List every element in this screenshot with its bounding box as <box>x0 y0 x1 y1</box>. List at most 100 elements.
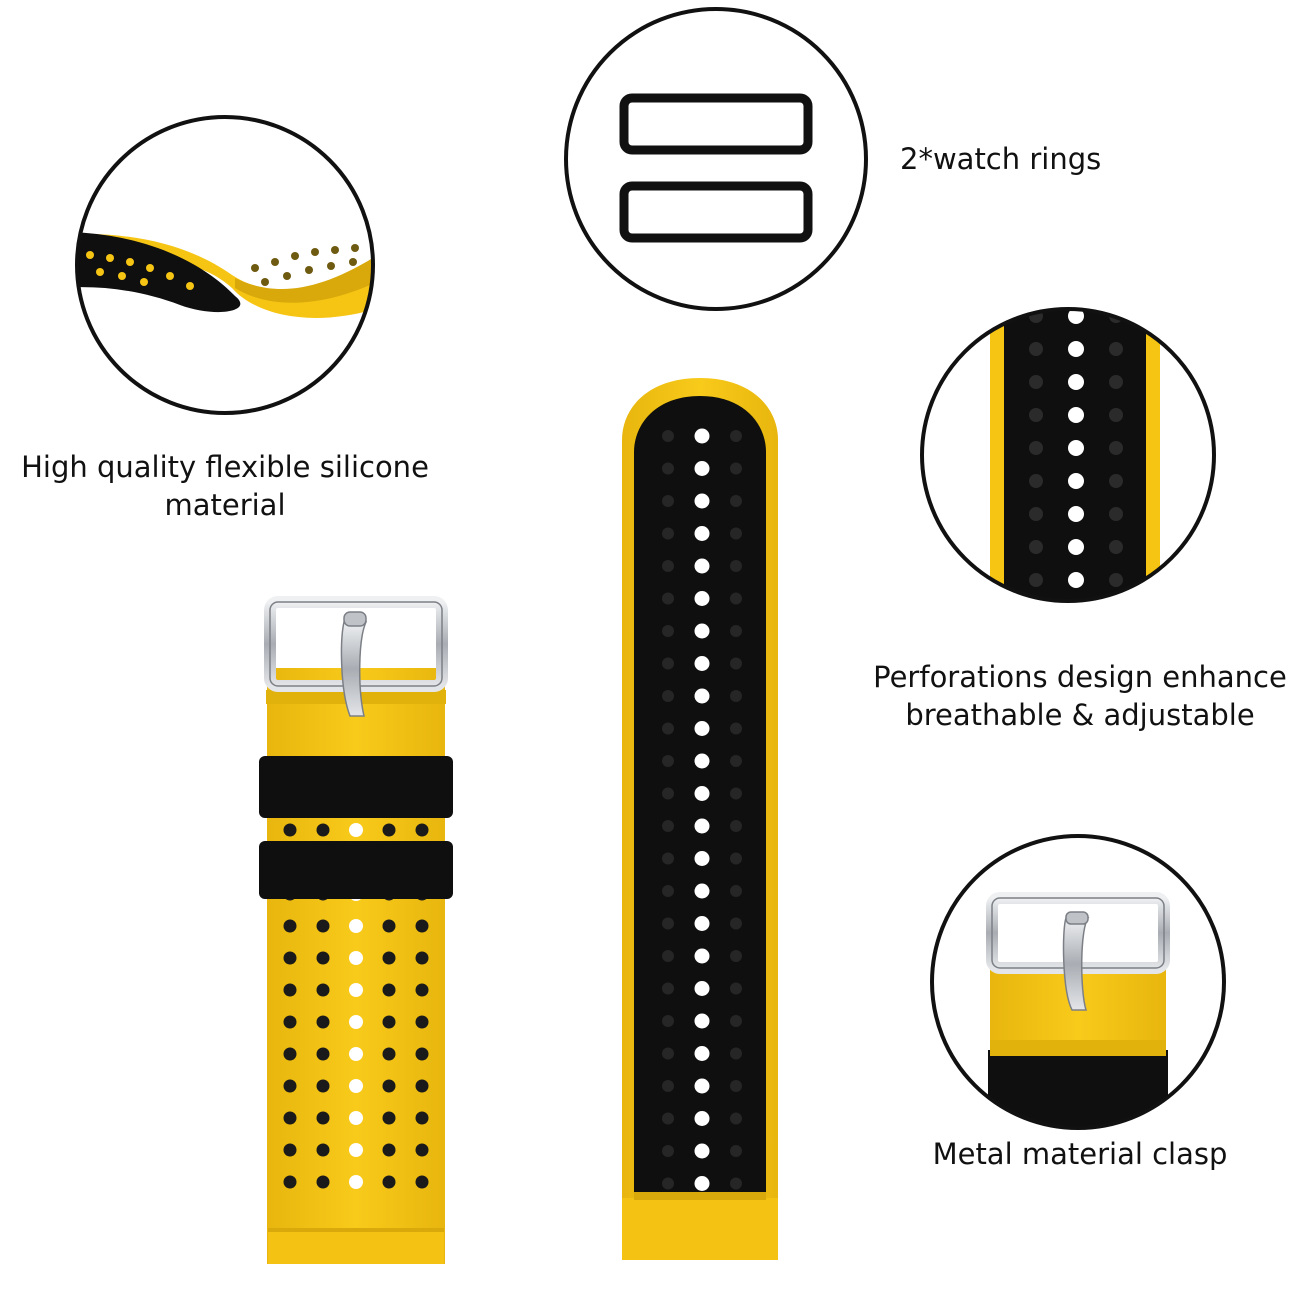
perforation-dimple <box>662 1112 674 1125</box>
perforation-hole <box>1068 638 1084 654</box>
perforation-hole <box>1068 440 1084 456</box>
perforation-dimple <box>1029 606 1043 620</box>
perforation-hole <box>349 1111 363 1125</box>
perforation-dimple <box>730 690 742 702</box>
perforation-hole <box>316 1079 330 1093</box>
perforation-hole <box>283 919 297 933</box>
perforation-dimple <box>1029 507 1043 521</box>
perforation-hole <box>415 1175 429 1189</box>
perforation-dimple <box>730 950 742 962</box>
perforation-dimple <box>662 657 674 670</box>
perforation-hole <box>694 1176 710 1191</box>
perforation-hole <box>316 1111 330 1125</box>
perforation-dimple <box>730 1080 742 1092</box>
perforation-hole <box>349 1079 363 1093</box>
perforation-hole <box>694 721 710 736</box>
perforation-dimple <box>662 495 674 507</box>
perforation-dimple <box>730 625 742 637</box>
perforation-hole <box>283 983 297 997</box>
perforation-dimple <box>730 462 742 475</box>
perforation-hole <box>382 1015 396 1029</box>
perforation-hole <box>382 919 396 933</box>
perforation-dimple <box>730 1145 742 1157</box>
perforation-dimple <box>1109 342 1123 356</box>
perforation-hole <box>694 753 710 769</box>
perforation-hole <box>283 1079 297 1093</box>
perforation-hole <box>1068 407 1084 423</box>
perforation-dimple <box>662 950 674 962</box>
perforation-hole <box>349 919 363 933</box>
perforation-dimple <box>662 755 674 767</box>
perforation-dimple <box>1109 639 1123 653</box>
perforation-hole <box>283 951 297 965</box>
perforation-hole <box>316 1143 330 1157</box>
perforation-hole <box>349 983 363 997</box>
perforation-hole <box>283 823 297 837</box>
perforation-hole <box>415 983 429 997</box>
perforation-dimple <box>662 852 674 865</box>
perforation-hole <box>694 1078 710 1094</box>
perforation-dimple <box>662 722 674 735</box>
perforation-dimple <box>730 917 742 930</box>
caption-perforations-line-1: Perforations design enhance <box>873 660 1287 694</box>
perforation-hole <box>1068 605 1084 621</box>
perforation-hole <box>694 1013 710 1029</box>
perforation-dimple <box>730 852 742 865</box>
perforation-dimple <box>1029 342 1043 356</box>
perforated-strap-icon <box>920 307 1216 654</box>
perforation-dimple <box>1029 540 1043 554</box>
twisted-strap-icon <box>75 115 375 415</box>
perforation-dimple <box>662 430 674 442</box>
perforation-hole <box>694 526 710 541</box>
perforation-dimple <box>662 560 674 572</box>
perforation-dimple <box>730 1015 742 1027</box>
perforation-dimple <box>662 1080 674 1092</box>
perforation-hole <box>316 823 330 837</box>
perforation-dimple <box>730 722 742 735</box>
perforation-dimple <box>730 820 742 832</box>
perforation-dimple <box>730 430 742 442</box>
perforation-dimple <box>662 820 674 832</box>
perforation-dimple <box>1029 441 1043 455</box>
perforation-hole <box>349 823 363 837</box>
perforation-dimple <box>730 755 742 767</box>
perforation-hole <box>694 591 710 606</box>
perforation-dimple <box>662 917 674 930</box>
perforation-hole <box>694 1143 710 1159</box>
perforation-hole <box>694 948 710 964</box>
perforation-dimple <box>662 462 674 475</box>
perforation-hole <box>382 823 396 837</box>
perforation-dimple <box>662 982 674 995</box>
buckle-band-icon <box>259 596 453 1264</box>
perforation-dimple <box>730 527 742 540</box>
strap-loop-rings-icon <box>564 7 868 311</box>
perforation-hole <box>694 786 710 801</box>
caption-silicone-line-1: High quality flexible silicone <box>21 450 429 484</box>
perforation-dimple <box>662 625 674 637</box>
perforation-hole <box>694 1046 710 1061</box>
perforation-dimple <box>730 1047 742 1060</box>
perforation-dimple <box>1029 639 1043 653</box>
perforation-hole <box>316 1047 330 1061</box>
perforation-hole <box>349 1143 363 1157</box>
perforation-dimple <box>730 560 742 572</box>
perforation-dimple <box>1029 375 1043 389</box>
perforation-hole <box>415 1143 429 1157</box>
perforation-hole <box>382 1143 396 1157</box>
perforation-dimple <box>662 1177 674 1190</box>
perforation-hole <box>382 951 396 965</box>
perforation-hole <box>382 1175 396 1189</box>
perforation-hole <box>694 851 710 866</box>
perforation-hole <box>316 1015 330 1029</box>
perforation-hole <box>349 1175 363 1189</box>
perforation-dimple <box>662 1145 674 1157</box>
perforation-hole <box>316 1175 330 1189</box>
perforation-dimple <box>730 592 742 605</box>
perforation-dimple <box>1109 375 1123 389</box>
perforation-dimple <box>730 1177 742 1190</box>
perforation-dimple <box>730 982 742 995</box>
perforation-dimple <box>1109 606 1123 620</box>
perforation-hole <box>694 558 710 574</box>
perforation-hole <box>283 1111 297 1125</box>
perforation-hole <box>694 656 710 671</box>
